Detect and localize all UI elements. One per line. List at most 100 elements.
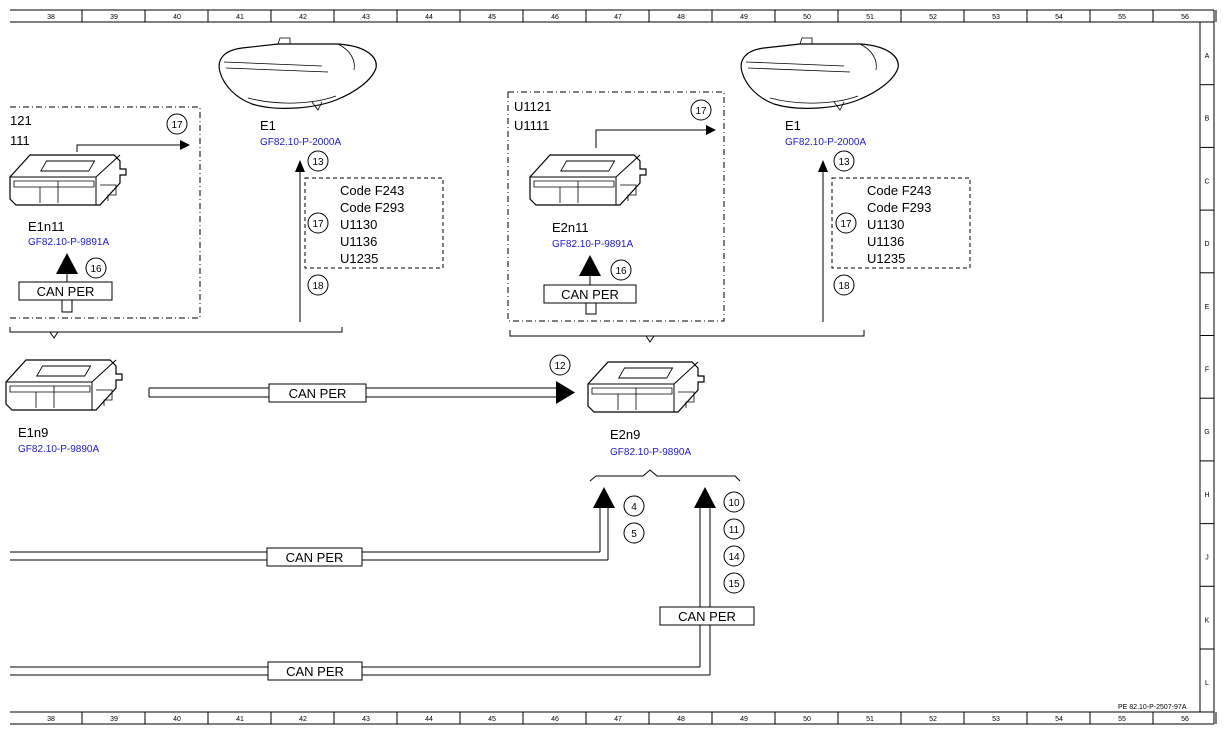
right-headlamp-code-1: Code F243 xyxy=(867,183,931,198)
row-label: J xyxy=(1205,555,1209,562)
left-module-group: 121 111 17 E1n11 GF82.10-P-9891A 16 CAN … xyxy=(9,106,343,339)
left-headlamp-callout-bottom: 18 xyxy=(312,281,324,292)
right-headlamp-group: E1 GF82.10-P-2000A 13 17 Code F243 Code … xyxy=(740,37,971,322)
left-headlamp-code-3: U1130 xyxy=(340,217,377,232)
right-headlamp-code-2: Code F293 xyxy=(867,200,931,215)
row-label: G xyxy=(1204,429,1209,436)
row-label: F xyxy=(1205,367,1209,374)
right-module-group: U1121 U1111 17 E2n11 GF82.10-P-9891A 16 … xyxy=(507,91,865,343)
column-label: 51 xyxy=(866,716,874,723)
right-headlamp-code-4: U1136 xyxy=(867,234,904,249)
frame xyxy=(10,9,1215,725)
lower-can-bus-1: CAN PER 4 5 xyxy=(10,487,645,567)
column-label: 56 xyxy=(1181,14,1189,21)
left-group-callout-out: 17 xyxy=(171,120,183,131)
e2n11-label: E2n11 xyxy=(552,220,589,235)
column-label: 50 xyxy=(803,14,811,21)
e2n9-callout: 12 xyxy=(554,361,566,372)
column-label: 41 xyxy=(236,14,244,21)
input-a-callout-2: 5 xyxy=(631,529,637,540)
left-headlamp-callout-top: 13 xyxy=(312,157,324,168)
column-label: 38 xyxy=(47,14,55,21)
left-headlamp-icon xyxy=(218,37,377,111)
column-label: 46 xyxy=(551,716,559,723)
left-headlamp-group: E1 GF82.10-P-2000A 13 17 Code F243 Code … xyxy=(218,37,444,322)
column-label: 39 xyxy=(110,716,118,723)
e1n9-module-icon xyxy=(5,359,123,411)
left-headlamp-link[interactable]: GF82.10-P-2000A xyxy=(260,137,341,148)
column-label: 48 xyxy=(677,716,685,723)
column-label: 39 xyxy=(110,14,118,21)
lower-can-bus-2: CAN PER CAN PER 10 11 14 15 xyxy=(10,487,755,681)
column-label: 55 xyxy=(1118,14,1126,21)
e1n9-link[interactable]: GF82.10-P-9890A xyxy=(18,444,99,455)
right-headlamp-icon xyxy=(740,37,899,111)
left-headlamp-code-4: U1136 xyxy=(340,234,377,249)
right-headlamp-callout-bottom: 18 xyxy=(838,281,850,292)
e2n9-module-icon xyxy=(587,361,705,413)
right-headlamp-callout-top: 13 xyxy=(838,157,850,168)
sam-right-group: 12 E2n9 GF82.10-P-9890A xyxy=(549,354,741,482)
e2n11-module-icon xyxy=(529,154,647,206)
row-label: L xyxy=(1205,680,1209,687)
drawing-reference: PE 82.10-P-2507-97A xyxy=(1118,704,1187,711)
column-label: 52 xyxy=(929,716,937,723)
input-a-callout-1: 4 xyxy=(631,502,637,513)
column-label: 42 xyxy=(299,716,307,723)
column-label: 45 xyxy=(488,716,496,723)
e2n11-link[interactable]: GF82.10-P-9891A xyxy=(552,239,633,250)
left-group-bus-label: CAN PER xyxy=(37,284,95,299)
column-label: 51 xyxy=(866,14,874,21)
row-label: D xyxy=(1204,241,1209,248)
row-label: B xyxy=(1205,116,1210,123)
right-group-code-2: U1111 xyxy=(514,118,549,133)
row-label: E xyxy=(1205,304,1210,311)
input-b-callout-4: 15 xyxy=(728,579,740,590)
e1n9-label: E1n9 xyxy=(18,425,48,440)
right-headlamp-callout-mid: 17 xyxy=(840,219,852,230)
column-label: 46 xyxy=(551,14,559,21)
e1n11-label: E1n11 xyxy=(28,219,65,234)
right-headlamp-code-5: U1235 xyxy=(867,251,905,266)
column-label: 53 xyxy=(992,14,1000,21)
e2n9-link[interactable]: GF82.10-P-9890A xyxy=(610,447,691,458)
left-group-code-2: 111 xyxy=(10,133,30,148)
column-label: 45 xyxy=(488,14,496,21)
right-headlamp-link[interactable]: GF82.10-P-2000A xyxy=(785,137,866,148)
lower-bus-1-label: CAN PER xyxy=(286,550,344,565)
right-group-bus-label: CAN PER xyxy=(561,287,619,302)
column-label: 49 xyxy=(740,14,748,21)
row-label: C xyxy=(1204,178,1209,185)
column-label: 50 xyxy=(803,716,811,723)
row-label: H xyxy=(1204,492,1209,499)
e1n11-link[interactable]: GF82.10-P-9891A xyxy=(28,237,109,248)
column-label: 38 xyxy=(47,716,55,723)
column-label: 40 xyxy=(173,14,181,21)
column-label: 47 xyxy=(614,716,622,723)
column-label: 44 xyxy=(425,14,433,21)
row-label: K xyxy=(1205,617,1210,624)
column-label: 47 xyxy=(614,14,622,21)
sam-left-group: E1n9 GF82.10-P-9890A xyxy=(5,359,123,455)
column-label: 42 xyxy=(299,14,307,21)
column-label: 43 xyxy=(362,716,370,723)
left-group-callout-in: 16 xyxy=(90,264,102,275)
right-group-code-1: U1121 xyxy=(514,99,551,114)
lower-bus-2-label: CAN PER xyxy=(286,664,344,679)
right-group-callout-out: 17 xyxy=(695,106,707,117)
left-headlamp-label: E1 xyxy=(260,118,276,133)
column-label: 49 xyxy=(740,716,748,723)
main-can-bus: CAN PER xyxy=(148,381,575,404)
column-label: 48 xyxy=(677,14,685,21)
input-b-callout-1: 10 xyxy=(728,498,740,509)
column-label: 55 xyxy=(1118,716,1126,723)
right-headlamp-code-3: U1130 xyxy=(867,217,904,232)
left-headlamp-code-1: Code F243 xyxy=(340,183,404,198)
column-label: 54 xyxy=(1055,14,1063,21)
column-label: 54 xyxy=(1055,716,1063,723)
lower-bus-3-label: CAN PER xyxy=(678,609,736,624)
